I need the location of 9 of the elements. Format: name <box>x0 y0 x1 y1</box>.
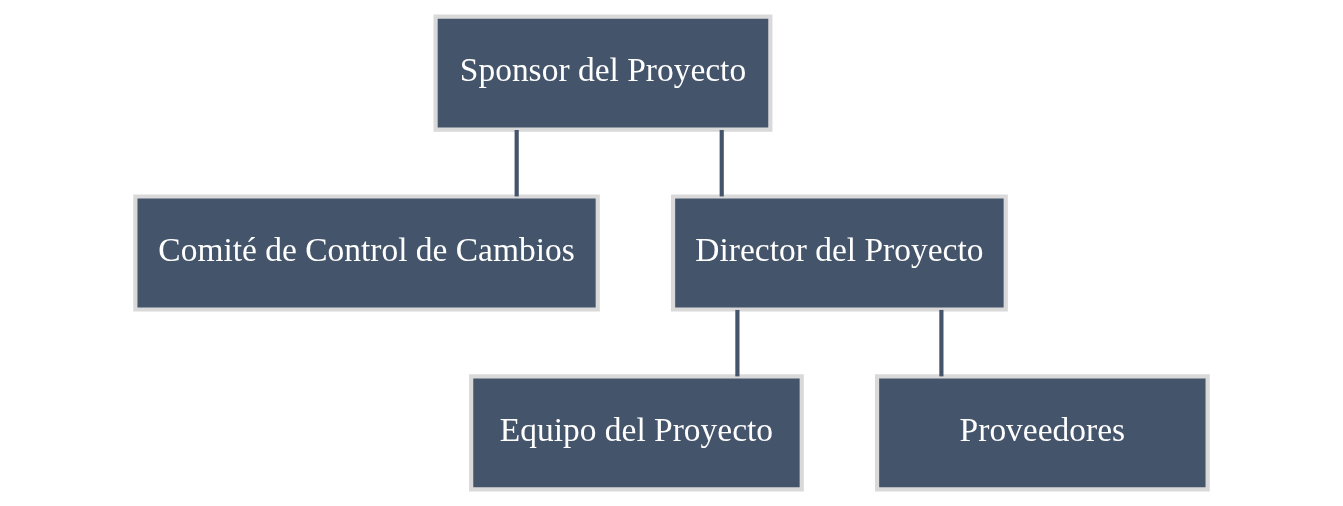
node-box: Director del Proyecto <box>671 194 1008 312</box>
connector <box>719 130 724 197</box>
node-box: Equipo del Proyecto <box>469 374 804 492</box>
node-box: Sponsor del Proyecto <box>433 14 773 132</box>
connector <box>735 309 740 377</box>
node-box: Proveedores <box>874 374 1210 492</box>
connector <box>939 309 944 377</box>
node-box: Comité de Control de Cambios <box>133 194 600 312</box>
connector <box>514 130 519 197</box>
